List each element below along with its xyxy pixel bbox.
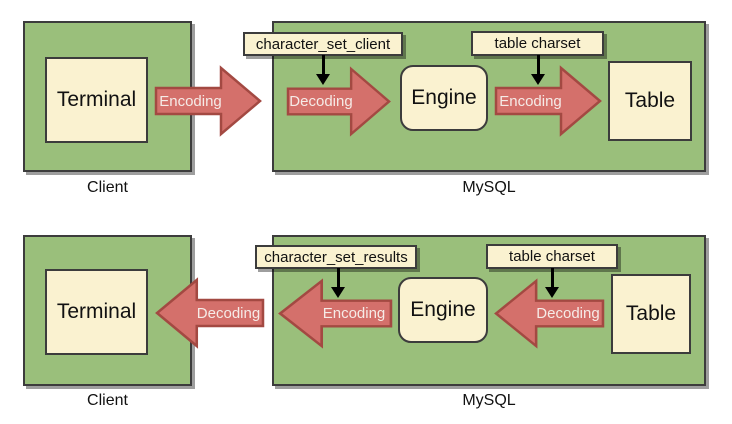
engine-label: Engine bbox=[410, 298, 476, 321]
right-arrow-icon bbox=[286, 66, 391, 137]
character-set-results-tag: character_set_results bbox=[255, 245, 417, 269]
down-arrow-line bbox=[550, 268, 554, 287]
left-arrow-icon bbox=[278, 278, 393, 349]
table-label: Table bbox=[625, 302, 677, 325]
down-arrow-line bbox=[336, 268, 340, 287]
terminal-box: Terminal bbox=[45, 269, 148, 355]
down-arrow-head bbox=[331, 287, 345, 298]
decoding-arrow-label: Decoding bbox=[289, 93, 353, 110]
decoding-transfer-arrow: Decoding bbox=[155, 277, 265, 349]
down-arrow-line bbox=[321, 55, 325, 74]
down-arrow-icon bbox=[530, 55, 546, 85]
encoding-arrow-label: Encoding bbox=[322, 305, 386, 322]
down-arrow-line bbox=[536, 55, 540, 74]
terminal-box: Terminal bbox=[45, 57, 148, 143]
table-charset-tag: table charset bbox=[486, 244, 618, 269]
table-label: Table bbox=[624, 89, 676, 112]
decoding-storage-arrow: Decoding bbox=[494, 278, 605, 349]
mysql-caption: MySQL bbox=[462, 392, 516, 409]
decoding-arrow: Decoding bbox=[286, 66, 391, 137]
table-box: Table bbox=[608, 61, 692, 141]
decoding-arrow-label: Decoding bbox=[536, 305, 600, 322]
mysql-caption: MySQL bbox=[462, 179, 516, 196]
terminal-label: Terminal bbox=[56, 88, 137, 111]
encoding-arrow-label: Encoding bbox=[499, 92, 562, 110]
table-box: Table bbox=[611, 274, 691, 354]
engine-label: Engine bbox=[411, 86, 477, 109]
left-arrow-icon bbox=[494, 278, 605, 349]
encoding-transfer-arrow: Encoding bbox=[154, 65, 262, 137]
left-arrow-icon bbox=[155, 277, 265, 349]
client-caption: Client bbox=[87, 179, 128, 196]
terminal-label: Terminal bbox=[56, 300, 137, 323]
client-caption: Client bbox=[87, 392, 128, 409]
right-arrow-icon bbox=[154, 65, 262, 137]
table-charset-tag: table charset bbox=[471, 31, 604, 56]
transfer-arrow-label: Decoding bbox=[196, 304, 261, 322]
transfer-arrow-label: Encoding bbox=[159, 92, 222, 110]
down-arrow-head bbox=[545, 287, 559, 298]
down-arrow-head bbox=[316, 74, 330, 85]
right-arrow-icon bbox=[494, 65, 602, 137]
down-arrow-icon bbox=[330, 268, 346, 298]
character-set-client-tag: character_set_client bbox=[243, 32, 403, 56]
encoding-storage-arrow: Encoding bbox=[494, 65, 602, 137]
encoding-results-arrow: Encoding bbox=[278, 278, 393, 349]
engine-box: Engine bbox=[400, 65, 488, 131]
engine-box: Engine bbox=[398, 277, 488, 343]
down-arrow-icon bbox=[315, 55, 331, 85]
down-arrow-head bbox=[531, 74, 545, 85]
down-arrow-icon bbox=[544, 268, 560, 298]
